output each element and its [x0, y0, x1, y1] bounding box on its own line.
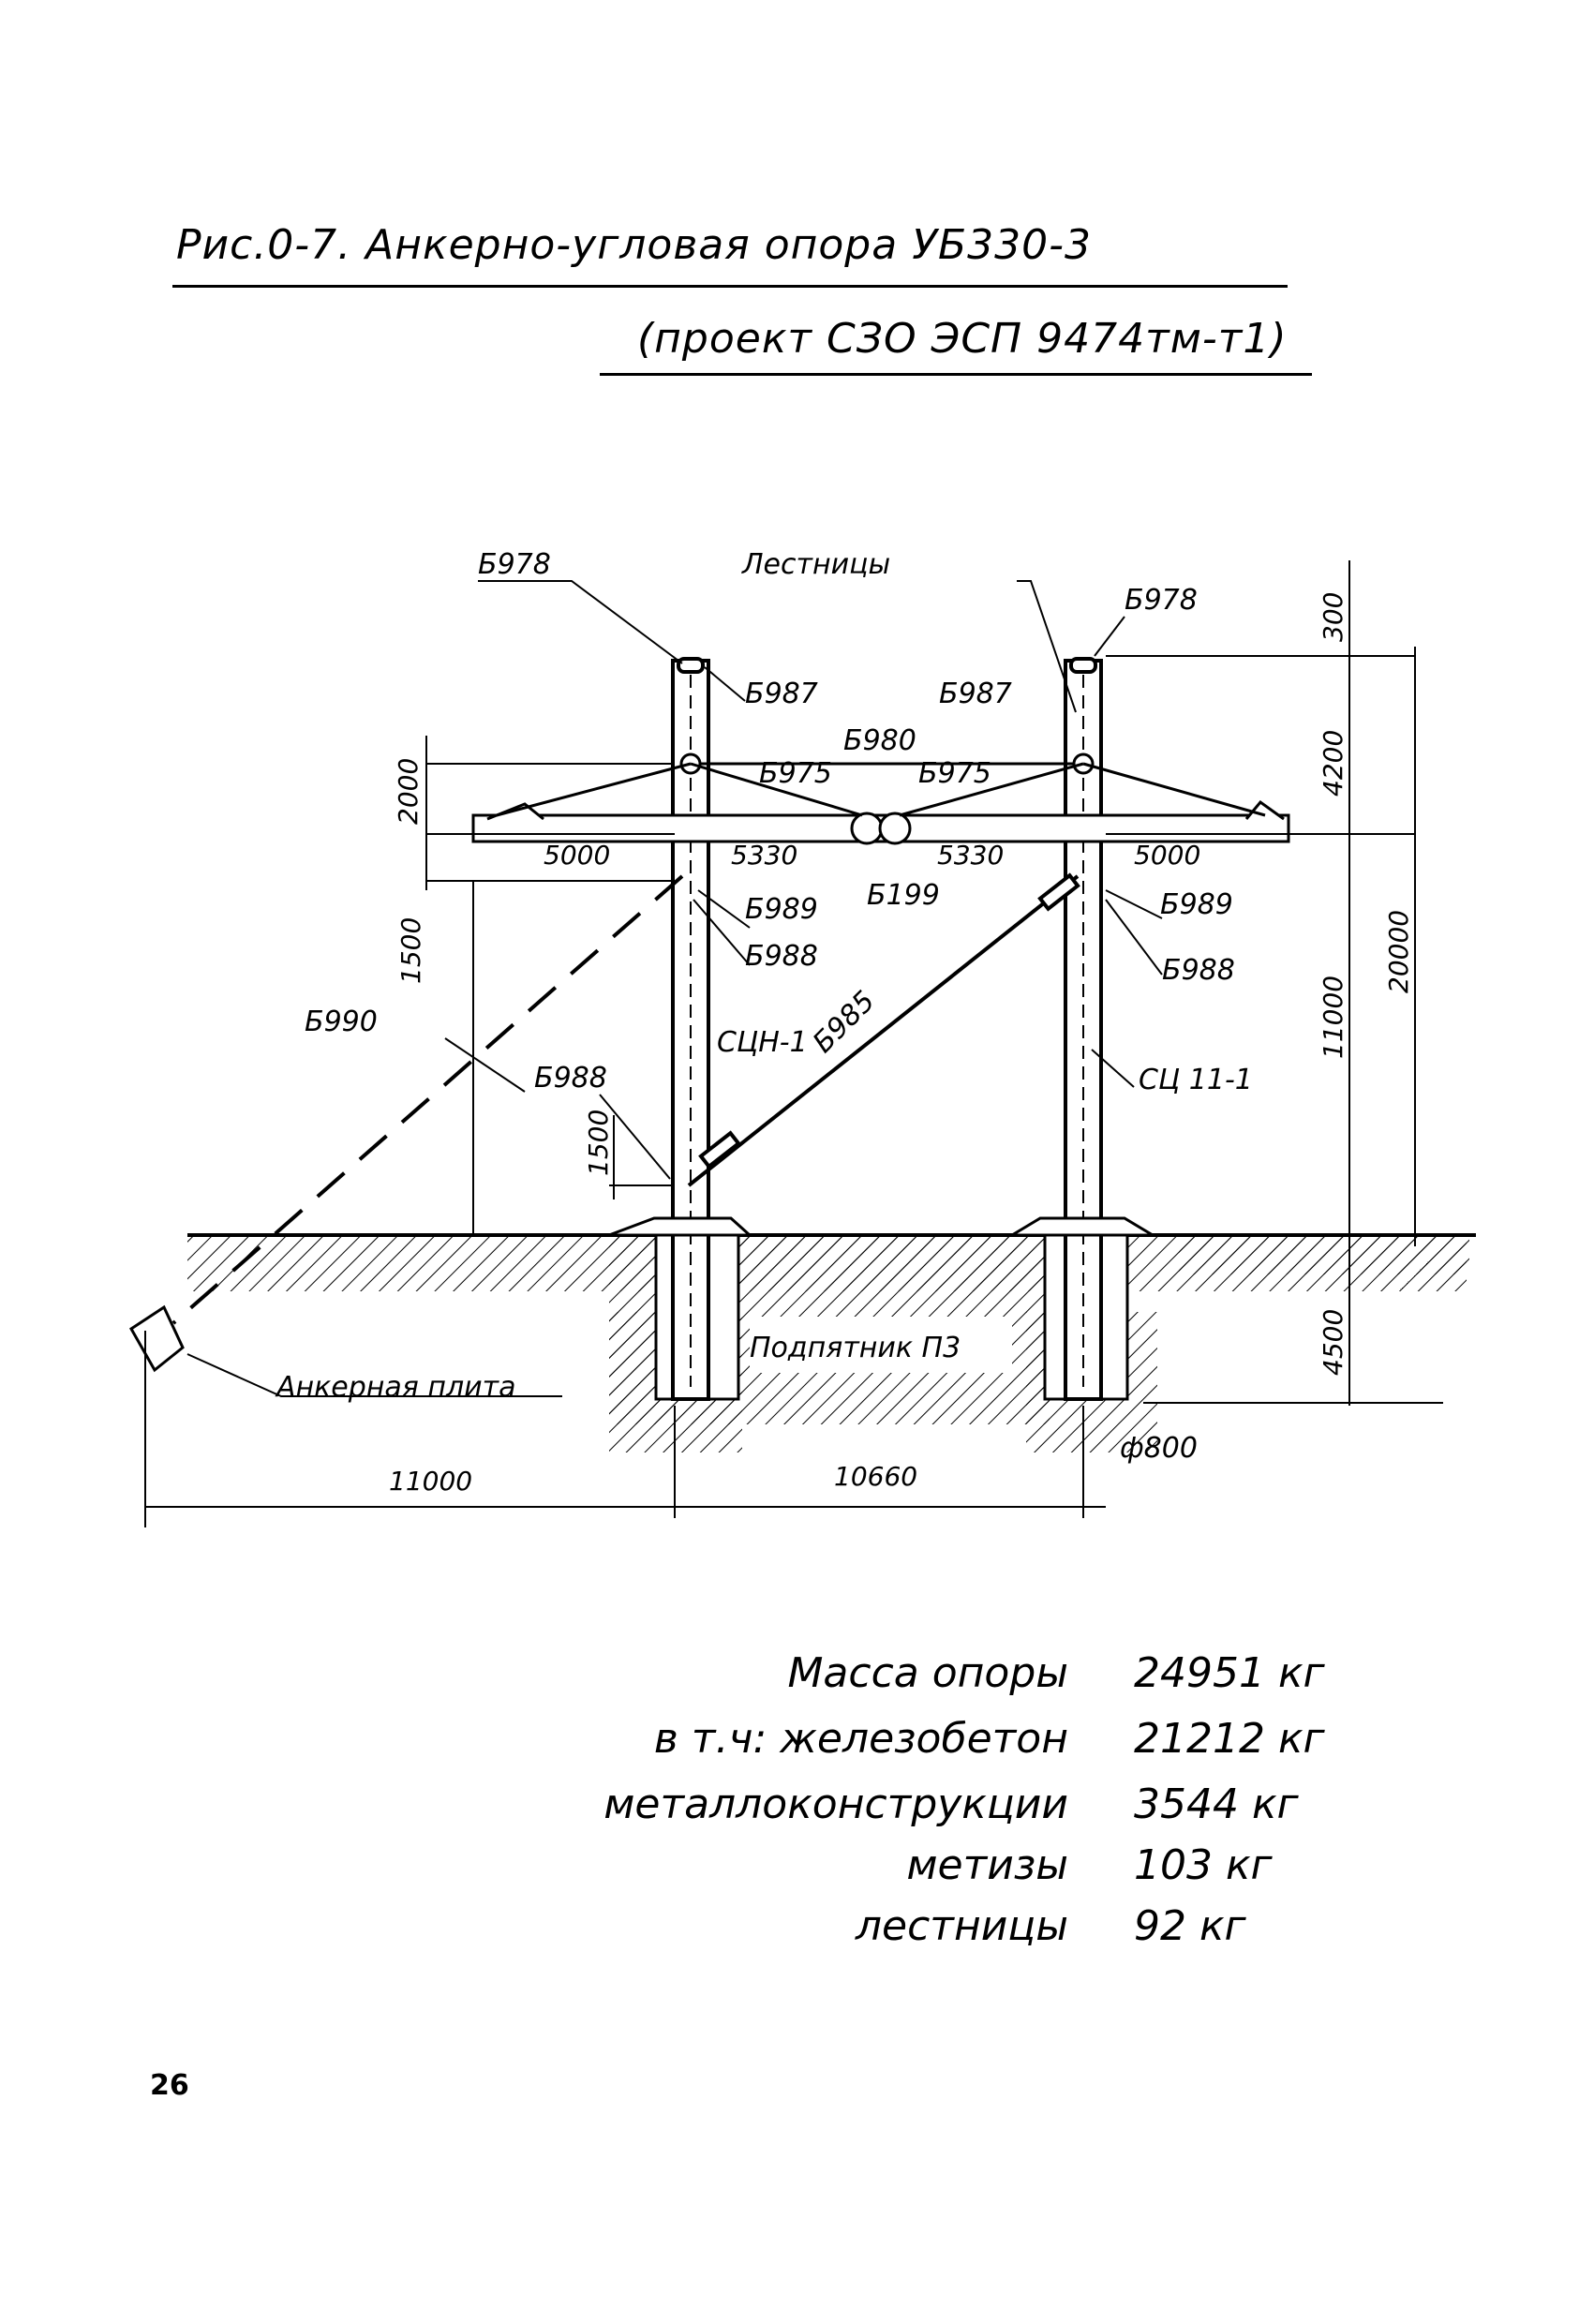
dim-5330-right: 5330 [937, 840, 1004, 871]
dim-4500: 4500 [1318, 1309, 1348, 1376]
label-sc-right: СЦ 11-1 [1139, 1064, 1253, 1096]
label-b199: Б199 [867, 879, 940, 912]
label-b985: Б985 [807, 985, 882, 1060]
right-base-pad [1006, 1216, 1158, 1237]
label-b989-right: Б989 [1160, 888, 1233, 921]
dim-2000: 2000 [393, 758, 424, 825]
label-sc-left: СЦН-1 [717, 1026, 808, 1059]
dim-4200: 4200 [1318, 730, 1348, 797]
label-b975-right: Б975 [918, 757, 991, 790]
anchor-plate-shape [129, 1304, 185, 1373]
mass-value-total: 24951 кг [1134, 1649, 1325, 1697]
project-reference: (проект СЗО ЭСП 9474тм-т1) [637, 315, 1288, 363]
dim-1500-low: 1500 [583, 1110, 614, 1176]
label-b975-left: Б975 [759, 757, 832, 790]
strut-b985 [687, 872, 1080, 1187]
label-b987-right: Б987 [939, 678, 1012, 710]
mass-label-concrete: в т.ч: железобетон [653, 1715, 1068, 1763]
left-post [671, 657, 710, 1401]
label-b980: Б980 [843, 724, 916, 757]
mass-value-ladders: 92 кг [1134, 1902, 1246, 1950]
guy-b990 [171, 874, 684, 1325]
left-base-pad [608, 1216, 753, 1237]
page-number: 26 [150, 2069, 189, 2102]
label-b988-right: Б988 [1162, 954, 1235, 987]
label-anchor-plate: Анкерная плита [275, 1371, 515, 1404]
mass-label-total: Масса опоры [787, 1649, 1068, 1697]
label-b978-left: Б978 [478, 548, 551, 581]
dim-10660: 10660 [834, 1461, 917, 1492]
crossarms [471, 752, 1290, 845]
dim-11000-vertical: 11000 [1318, 976, 1348, 1059]
label-b989-left: Б989 [745, 893, 818, 926]
title-underline-1 [172, 285, 1288, 288]
label-b990: Б990 [305, 1006, 378, 1038]
label-diameter: ф800 [1120, 1432, 1198, 1465]
mass-label-hardware: метизы [906, 1841, 1068, 1889]
dimension-lines [144, 560, 1443, 1527]
dim-5330-left: 5330 [731, 840, 797, 871]
mass-label-metal: металлоконструкции [603, 1780, 1068, 1828]
mass-value-metal: 3544 кг [1134, 1780, 1299, 1828]
label-podpyatnik: Подпятник П3 [750, 1332, 961, 1364]
mass-label-ladders: лестницы [855, 1902, 1068, 1950]
dim-5000-right: 5000 [1134, 840, 1200, 871]
mass-value-concrete: 21212 кг [1134, 1715, 1325, 1763]
dim-1500-top: 1500 [395, 917, 426, 984]
leader-lines [186, 580, 1163, 1397]
dim-20000: 20000 [1383, 910, 1414, 993]
dim-300: 300 [1318, 592, 1348, 642]
label-ladders: Лестницы [741, 548, 890, 581]
dim-5000-left: 5000 [544, 840, 610, 871]
label-b988-left-top: Б988 [745, 940, 818, 973]
figure-title: Рис.0-7. Анкерно-угловая опора УБ330-3 [176, 221, 1093, 269]
label-b987-left: Б987 [745, 678, 818, 710]
dim-11000-horizontal: 11000 [389, 1466, 472, 1497]
right-post [1064, 657, 1103, 1401]
title-underline-2 [600, 373, 1312, 376]
mass-value-hardware: 103 кг [1134, 1841, 1273, 1889]
label-b988-left-low: Б988 [534, 1062, 607, 1095]
label-b978-right: Б978 [1125, 584, 1198, 617]
